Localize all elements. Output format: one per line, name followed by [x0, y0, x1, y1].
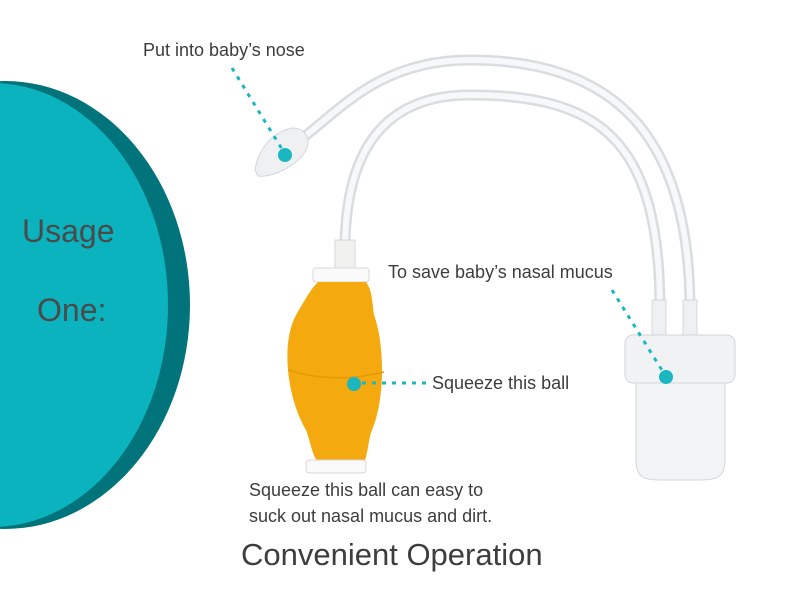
badge-one: One: [37, 292, 107, 328]
description-line-1: Squeeze this ball can easy to [249, 480, 484, 500]
caption: Convenient Operation [241, 537, 543, 572]
tubes [294, 54, 696, 316]
description-line-2: suck out nasal mucus and dirt. [249, 506, 493, 526]
cup-marker-dot [659, 370, 673, 384]
badge-usage: Usage [22, 213, 115, 249]
collection-cup [624, 299, 736, 481]
badge-circle [0, 83, 168, 527]
ball-marker-dot [347, 377, 361, 391]
callout-save-mucus: To save baby’s nasal mucus [388, 262, 613, 282]
callout-nose: Put into baby’s nose [143, 40, 305, 60]
nose-marker-dot [278, 148, 292, 162]
squeeze-bulb [287, 239, 385, 474]
callout-markers [230, 67, 667, 385]
callout-squeeze: Squeeze this ball [432, 373, 570, 393]
